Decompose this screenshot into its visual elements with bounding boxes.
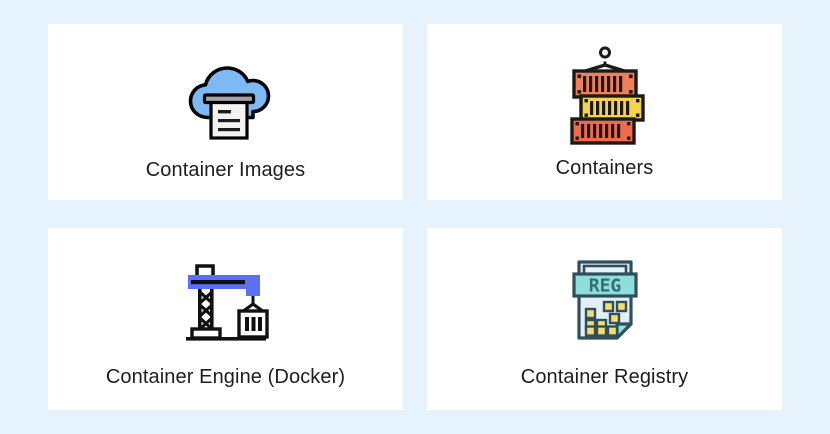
card-label-container-registry: Container Registry xyxy=(520,366,689,388)
card-container-registry[interactable]: REG Container Registry xyxy=(427,228,782,410)
card-label-container-images: Container Images xyxy=(145,159,306,181)
registry-document-icon: REG xyxy=(427,254,782,346)
cloud-document-icon xyxy=(48,54,403,146)
card-label-containers: Containers xyxy=(555,157,654,179)
card-label-container-engine-docker: Container Engine (Docker) xyxy=(105,366,346,388)
card-containers[interactable]: Containers xyxy=(427,24,782,200)
card-grid: Container Images xyxy=(48,24,782,410)
card-container-images[interactable]: Container Images xyxy=(48,24,403,200)
crane-icon xyxy=(48,254,403,346)
registry-banner-text: REG xyxy=(588,276,621,297)
card-container-engine-docker[interactable]: Container Engine (Docker) xyxy=(48,228,403,410)
stacked-shipping-containers-icon xyxy=(427,45,782,145)
